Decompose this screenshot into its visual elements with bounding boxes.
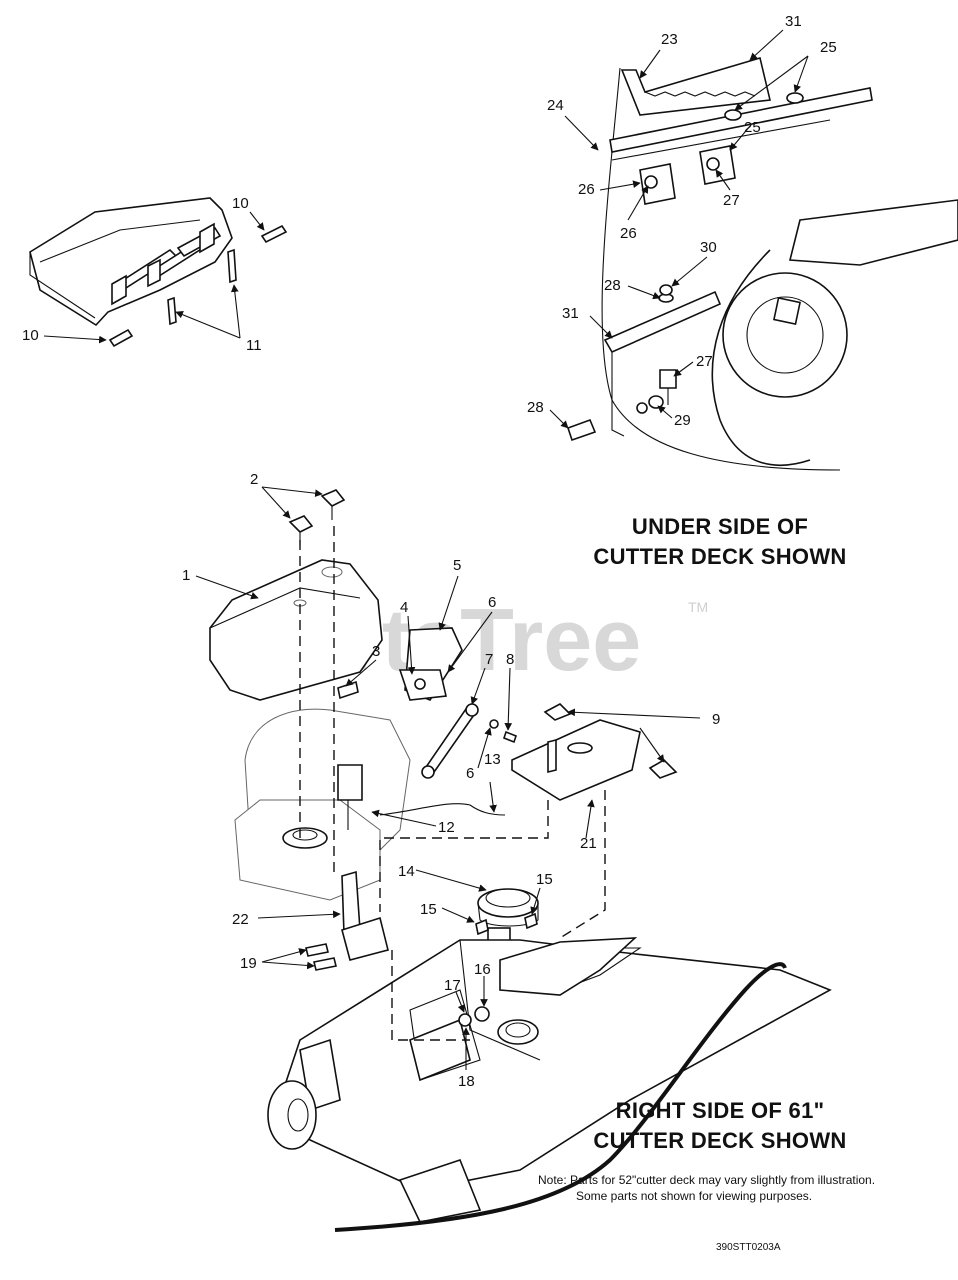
callout-26-left: 26 [620,225,637,242]
callout-23: 24 [547,97,564,114]
callout-11: 11 [246,337,262,354]
callout-19: 19 [240,955,257,972]
callout-22: 23 [661,31,678,48]
callout-numbers: 10 10 11 23 31 25 24 25 26 26 27 30 28 3… [22,13,837,1090]
callout-30: 31 [562,305,579,322]
caption-rightside-line2: CUTTER DECK SHOWN [593,1128,847,1153]
drawing-code: 390STT0203A [716,1242,781,1253]
leader-lines [43,29,809,1070]
callout-15-right: 15 [536,871,553,888]
callout-20: 22 [232,911,249,928]
baffle-plate [603,290,722,354]
callout-27-left: 28 [527,399,544,416]
underside-deck-detail [566,56,958,471]
callout-24: 25 [820,39,837,56]
callout-18: 18 [458,1073,475,1090]
callout-10-upper: 10 [232,195,249,212]
callout-17: 17 [444,977,461,994]
pulley [477,888,539,918]
callout-1: 1 [182,567,190,584]
caster-wheel [267,1080,317,1150]
main-assembly [209,489,832,1232]
callout-12: 12 [438,819,455,836]
skirt-strip [620,56,771,116]
callout-25-right: 25 [744,119,761,136]
callout-2: 2 [250,471,258,488]
hinge-bracket [111,222,222,306]
callout-6-lower: 6 [466,765,474,782]
caption-rightside: RIGHT SIDE OF 61" CUTTER DECK SHOWN [560,1096,880,1156]
deflector-chute-detail [29,197,288,348]
note-line-2: Some parts not shown for viewing purpose… [576,1189,813,1203]
spindle-hub [722,272,848,398]
mount-plate [511,719,641,801]
callout-21: 21 [580,835,597,852]
watermark-trademark: TM [688,599,708,615]
caption-rightside-line1: RIGHT SIDE OF 61" [615,1098,825,1123]
callout-6-upper: 6 [488,594,496,611]
deck-rail [609,87,873,153]
callout-26-right: 27 [723,192,740,209]
blade [788,199,958,266]
callout-28-upper: 28 [604,277,621,294]
note-line-1: Note: Parts for 52"cutter deck may vary … [538,1173,876,1187]
callout-7: 7 [485,651,493,668]
callout-27-right: 27 [696,353,713,370]
callout-15-left: 15 [420,901,437,918]
callout-28-lower: 29 [674,412,691,429]
callout-4: 4 [400,599,408,616]
callout-31: 31 [785,13,802,30]
callout-3: 3 [372,643,380,660]
pin-upper [260,224,288,244]
callout-16: 16 [474,961,491,978]
caption-underside-line2: CUTTER DECK SHOWN [593,544,847,569]
callout-29: 30 [700,239,717,256]
callout-14: 14 [398,863,415,880]
callout-8: 8 [506,651,514,668]
callout-5: 5 [453,557,461,574]
caption-underside-line1: UNDER SIDE OF [631,514,809,539]
pin-lower [108,328,134,348]
callout-9: 9 [712,711,720,728]
callout-25-left: 26 [578,181,595,198]
note-block: Note: Parts for 52"cutter deck may vary … [538,1172,948,1204]
caption-underside: UNDER SIDE OF CUTTER DECK SHOWN [560,512,880,572]
cotter-upper [227,248,237,284]
callout-13: 13 [484,751,501,768]
cotter-lower [167,296,177,326]
callout-10-lower: 10 [22,327,39,344]
